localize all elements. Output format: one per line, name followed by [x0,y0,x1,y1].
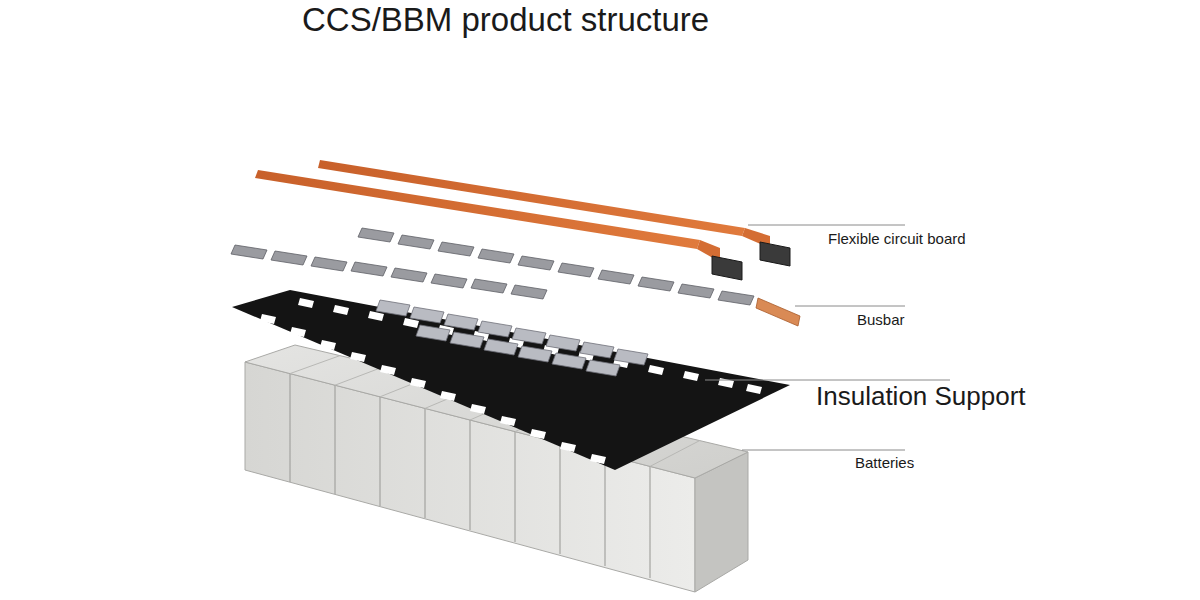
busbar-back-row [358,228,800,326]
leader-lines [705,225,950,450]
part-label: Insulation Support [816,382,1026,412]
busbar-row [231,245,547,299]
part-label: Batteries [855,454,914,471]
diagram-title: CCS/BBM product structure [302,1,709,39]
flexible-circuit-board [255,160,790,280]
busbar-on-plate [376,300,648,376]
part-label: Flexible circuit board [828,230,966,247]
part-label: Busbar [857,311,905,328]
